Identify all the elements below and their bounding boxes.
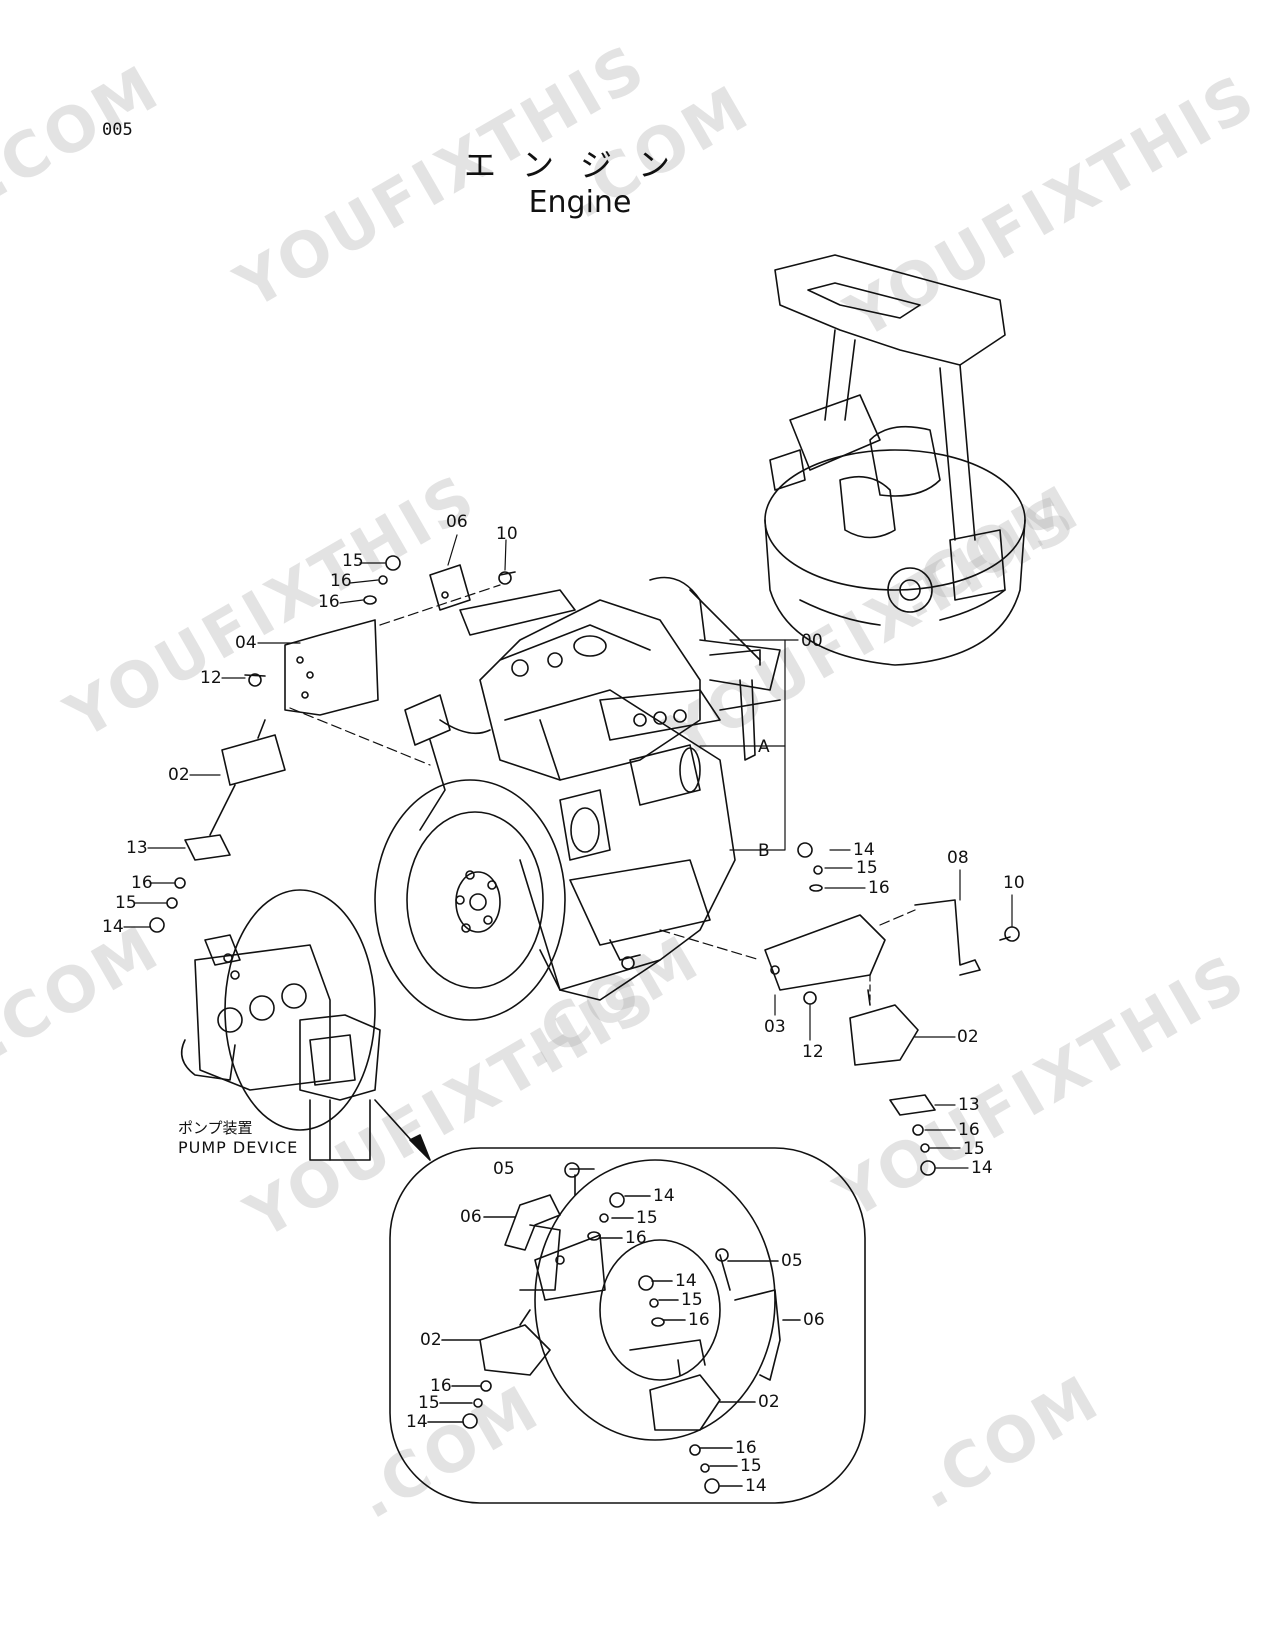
detail-arrow-head — [409, 1134, 431, 1161]
callout-13: 13 — [126, 838, 148, 858]
callout-09: 06 — [446, 512, 468, 532]
callout-06: 06 — [803, 1310, 825, 1330]
callout-16: 16 — [958, 1120, 980, 1140]
callout-15: 15 — [740, 1456, 762, 1476]
callout-15: 15 — [681, 1290, 703, 1310]
callout-15: 15 — [636, 1208, 658, 1228]
callout-14: 14 — [102, 917, 124, 937]
callout-06: 06 — [460, 1207, 482, 1227]
callout-13: 13 — [958, 1095, 980, 1115]
machine-overview-illustration — [764, 254, 1026, 666]
callout-02: 02 — [957, 1027, 979, 1047]
callout-05: 05 — [493, 1159, 515, 1179]
callout-04: 04 — [235, 633, 257, 653]
callout-14: 14 — [971, 1158, 993, 1178]
callout-A: A — [758, 737, 770, 757]
callout-16: 16 — [131, 873, 153, 893]
callout-15: 15 — [963, 1139, 985, 1159]
callout-08: 08 — [947, 848, 969, 868]
callout-14: 15 — [342, 551, 364, 571]
callout-16: 16 — [430, 1376, 452, 1396]
callout-14: 14 — [653, 1186, 675, 1206]
callout-10: 10 — [1003, 873, 1025, 893]
callout-05: 05 — [781, 1251, 803, 1271]
callout-15: 15 — [856, 858, 878, 878]
callout-10: 10 — [496, 524, 518, 544]
callout-15: 16 — [330, 571, 352, 591]
callout-02: 02 — [168, 765, 190, 785]
callout-16: 16 — [868, 878, 890, 898]
callout-00: 00 — [801, 631, 823, 651]
callout-02: 02 — [420, 1330, 442, 1350]
callout-12: 12 — [802, 1042, 824, 1062]
pump-device-label: PUMP DEVICE — [178, 1138, 299, 1157]
page-number: 005 — [102, 120, 133, 140]
pump-device-label-japanese: ポンプ装置 — [178, 1119, 253, 1137]
engine-block-illustration — [374, 576, 781, 1021]
detail-inset — [389, 1147, 866, 1504]
callout-14: 14 — [853, 840, 875, 860]
left-mount-parts — [149, 555, 516, 933]
callout-14: 14 — [406, 1412, 428, 1432]
callout-16: 16 — [688, 1310, 710, 1330]
leader-lines — [123, 534, 1013, 1169]
callout-12: 12 — [200, 668, 222, 688]
pump-device-illustration — [180, 889, 381, 1161]
page-title-japanese: エンジン — [463, 146, 696, 184]
right-mount-parts — [764, 842, 1020, 1176]
callout-15: 15 — [115, 893, 137, 913]
callout-02: 02 — [758, 1392, 780, 1412]
page-title-english: Engine — [528, 185, 632, 220]
callout-16: 16 — [318, 592, 340, 612]
callout-03: 03 — [764, 1017, 786, 1037]
callout-16: 16 — [735, 1438, 757, 1458]
callout-16: 16 — [625, 1228, 647, 1248]
callout-14: 14 — [745, 1476, 767, 1496]
callout-14: 14 — [675, 1271, 697, 1291]
callout-15: 15 — [418, 1393, 440, 1413]
callout-B: B — [758, 841, 770, 861]
